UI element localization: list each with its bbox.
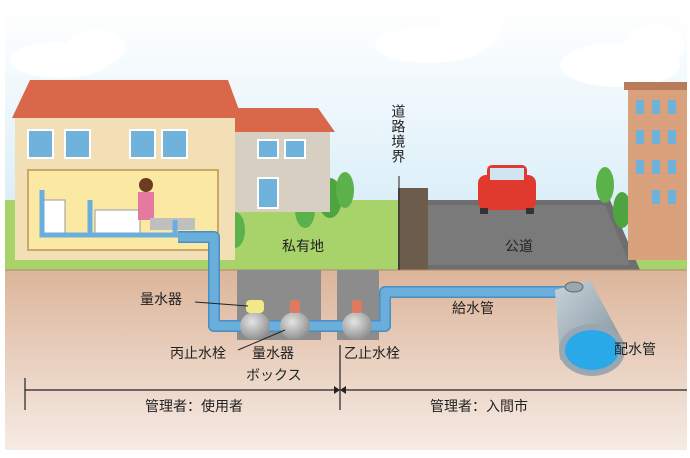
water-meter-valve — [240, 300, 270, 340]
apartment — [624, 82, 687, 260]
valve-otsu-label: 乙止水栓 — [344, 346, 400, 362]
clouds — [10, 14, 685, 87]
valve-otsu — [342, 300, 372, 340]
supply-pipe-label: 給水管 — [452, 301, 494, 317]
management-arrows — [24, 345, 687, 410]
manager-user-label: 管理者：使用者 — [145, 399, 243, 415]
water-meter-label: 量水器 — [140, 292, 182, 308]
fence — [398, 188, 428, 270]
private-land-label: 私有地 — [282, 239, 324, 255]
meter-box-label-2: ボックス — [246, 368, 302, 384]
valve-hei — [280, 300, 310, 340]
meter-box-label-1: 量水器 — [252, 346, 294, 362]
distribution-pipe-label: 配水管 — [614, 342, 656, 358]
road-boundary-label: 道路境界 — [389, 104, 406, 164]
distribution-main — [555, 280, 625, 376]
small-house — [225, 108, 335, 212]
car — [478, 165, 536, 214]
valve-hei-label: 丙止水栓 — [170, 346, 226, 362]
public-road-label: 公道 — [505, 239, 533, 255]
house — [12, 80, 242, 260]
manager-city-label: 管理者：入間市 — [430, 399, 528, 415]
